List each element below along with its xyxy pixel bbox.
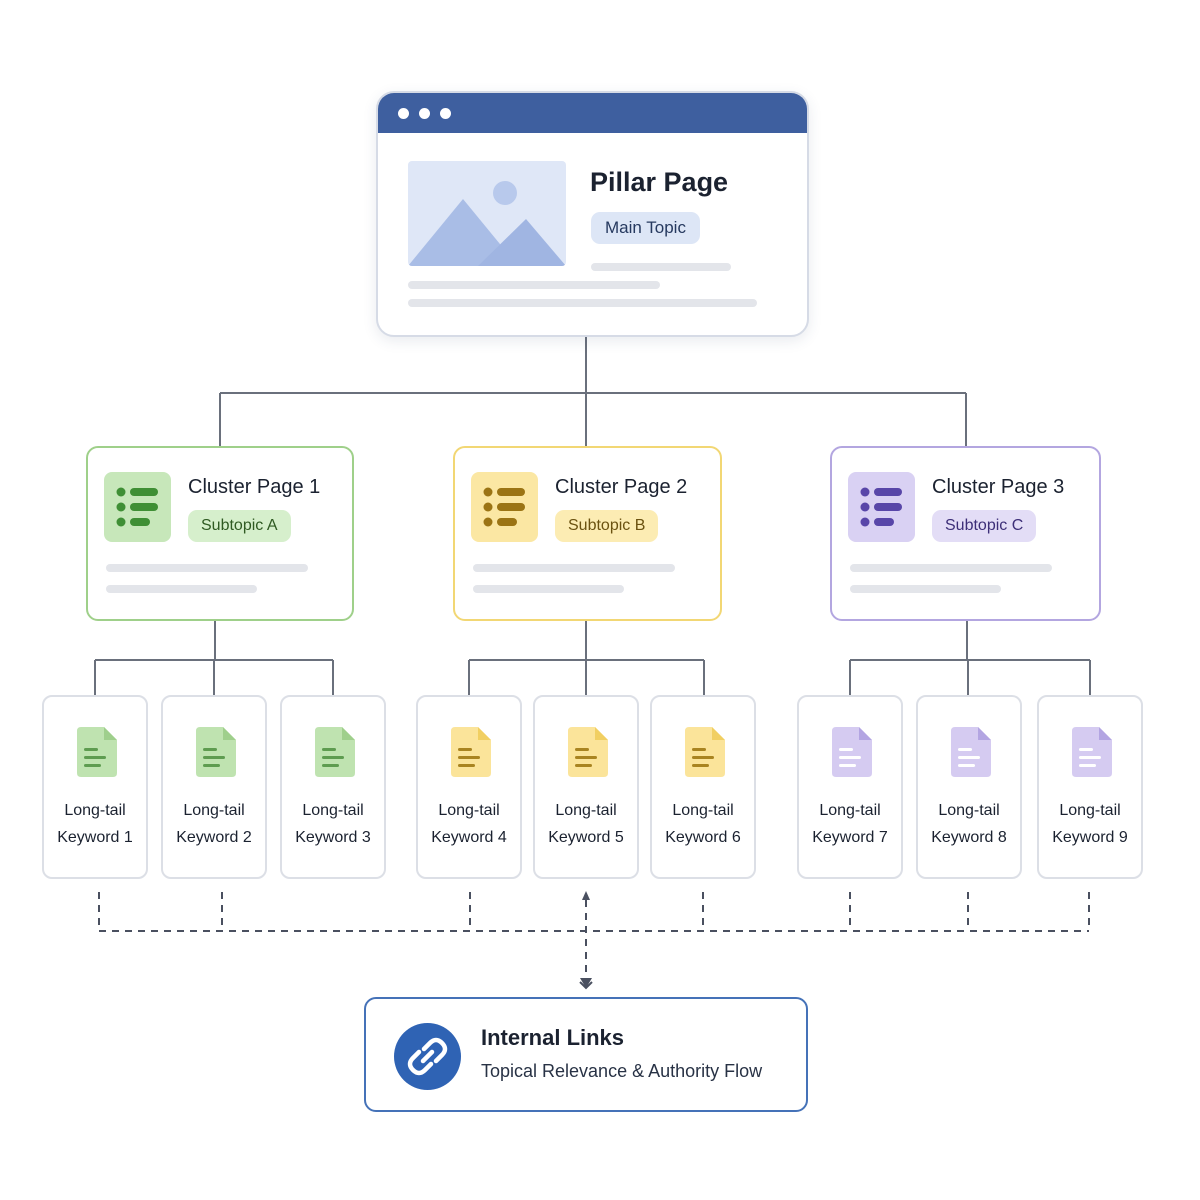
pillar-page-card: Pillar Page Main Topic [376,91,809,337]
text-placeholder-line [591,263,731,271]
document-icon [568,727,608,777]
cluster-title: Cluster Page 1 [188,476,321,498]
cluster-page-card: Cluster Page 3 Subtopic C [830,446,1101,621]
list-icon [471,472,538,542]
window-dot-icon [440,107,451,119]
internal-links-box: Internal Links Topical Relevance & Autho… [364,997,808,1112]
document-icon [77,727,117,777]
text-placeholder-line [408,299,757,307]
text-placeholder-line [850,564,1052,572]
internal-links-title: Internal Links [481,1025,625,1050]
list-icon [848,472,915,542]
text-placeholder-line [408,281,660,289]
subtopic-badge: Subtopic A [188,510,291,542]
document-icon [685,727,725,777]
document-icon [451,727,491,777]
main-topic-badge: Main Topic [591,212,700,244]
cluster-page-card: Cluster Page 2 Subtopic B [453,446,722,621]
cluster-page-card: Cluster Page 1 Subtopic A [86,446,354,621]
cluster-title: Cluster Page 3 [932,476,1065,498]
browser-title-bar [378,93,807,133]
subtopic-badge: Subtopic B [555,510,659,542]
document-icon [1072,727,1112,777]
subtopic-badge: Subtopic C [932,510,1037,542]
text-placeholder-line [106,564,308,572]
window-dot-icon [419,107,430,119]
document-icon [832,727,872,777]
text-placeholder-line [106,585,257,593]
list-icon [104,472,171,542]
document-icon [315,727,355,777]
chain-link-icon [394,1023,461,1090]
internal-links-subtitle: Topical Relevance & Authority Flow [481,1061,763,1081]
window-dot-icon [398,107,409,119]
text-placeholder-line [473,564,675,572]
text-placeholder-line [850,585,1001,593]
document-icon [951,727,991,777]
text-placeholder-line [473,585,624,593]
cluster-title: Cluster Page 2 [555,476,688,498]
image-placeholder-icon [408,161,566,266]
pillar-title: Pillar Page [590,167,729,197]
document-icon [196,727,236,777]
